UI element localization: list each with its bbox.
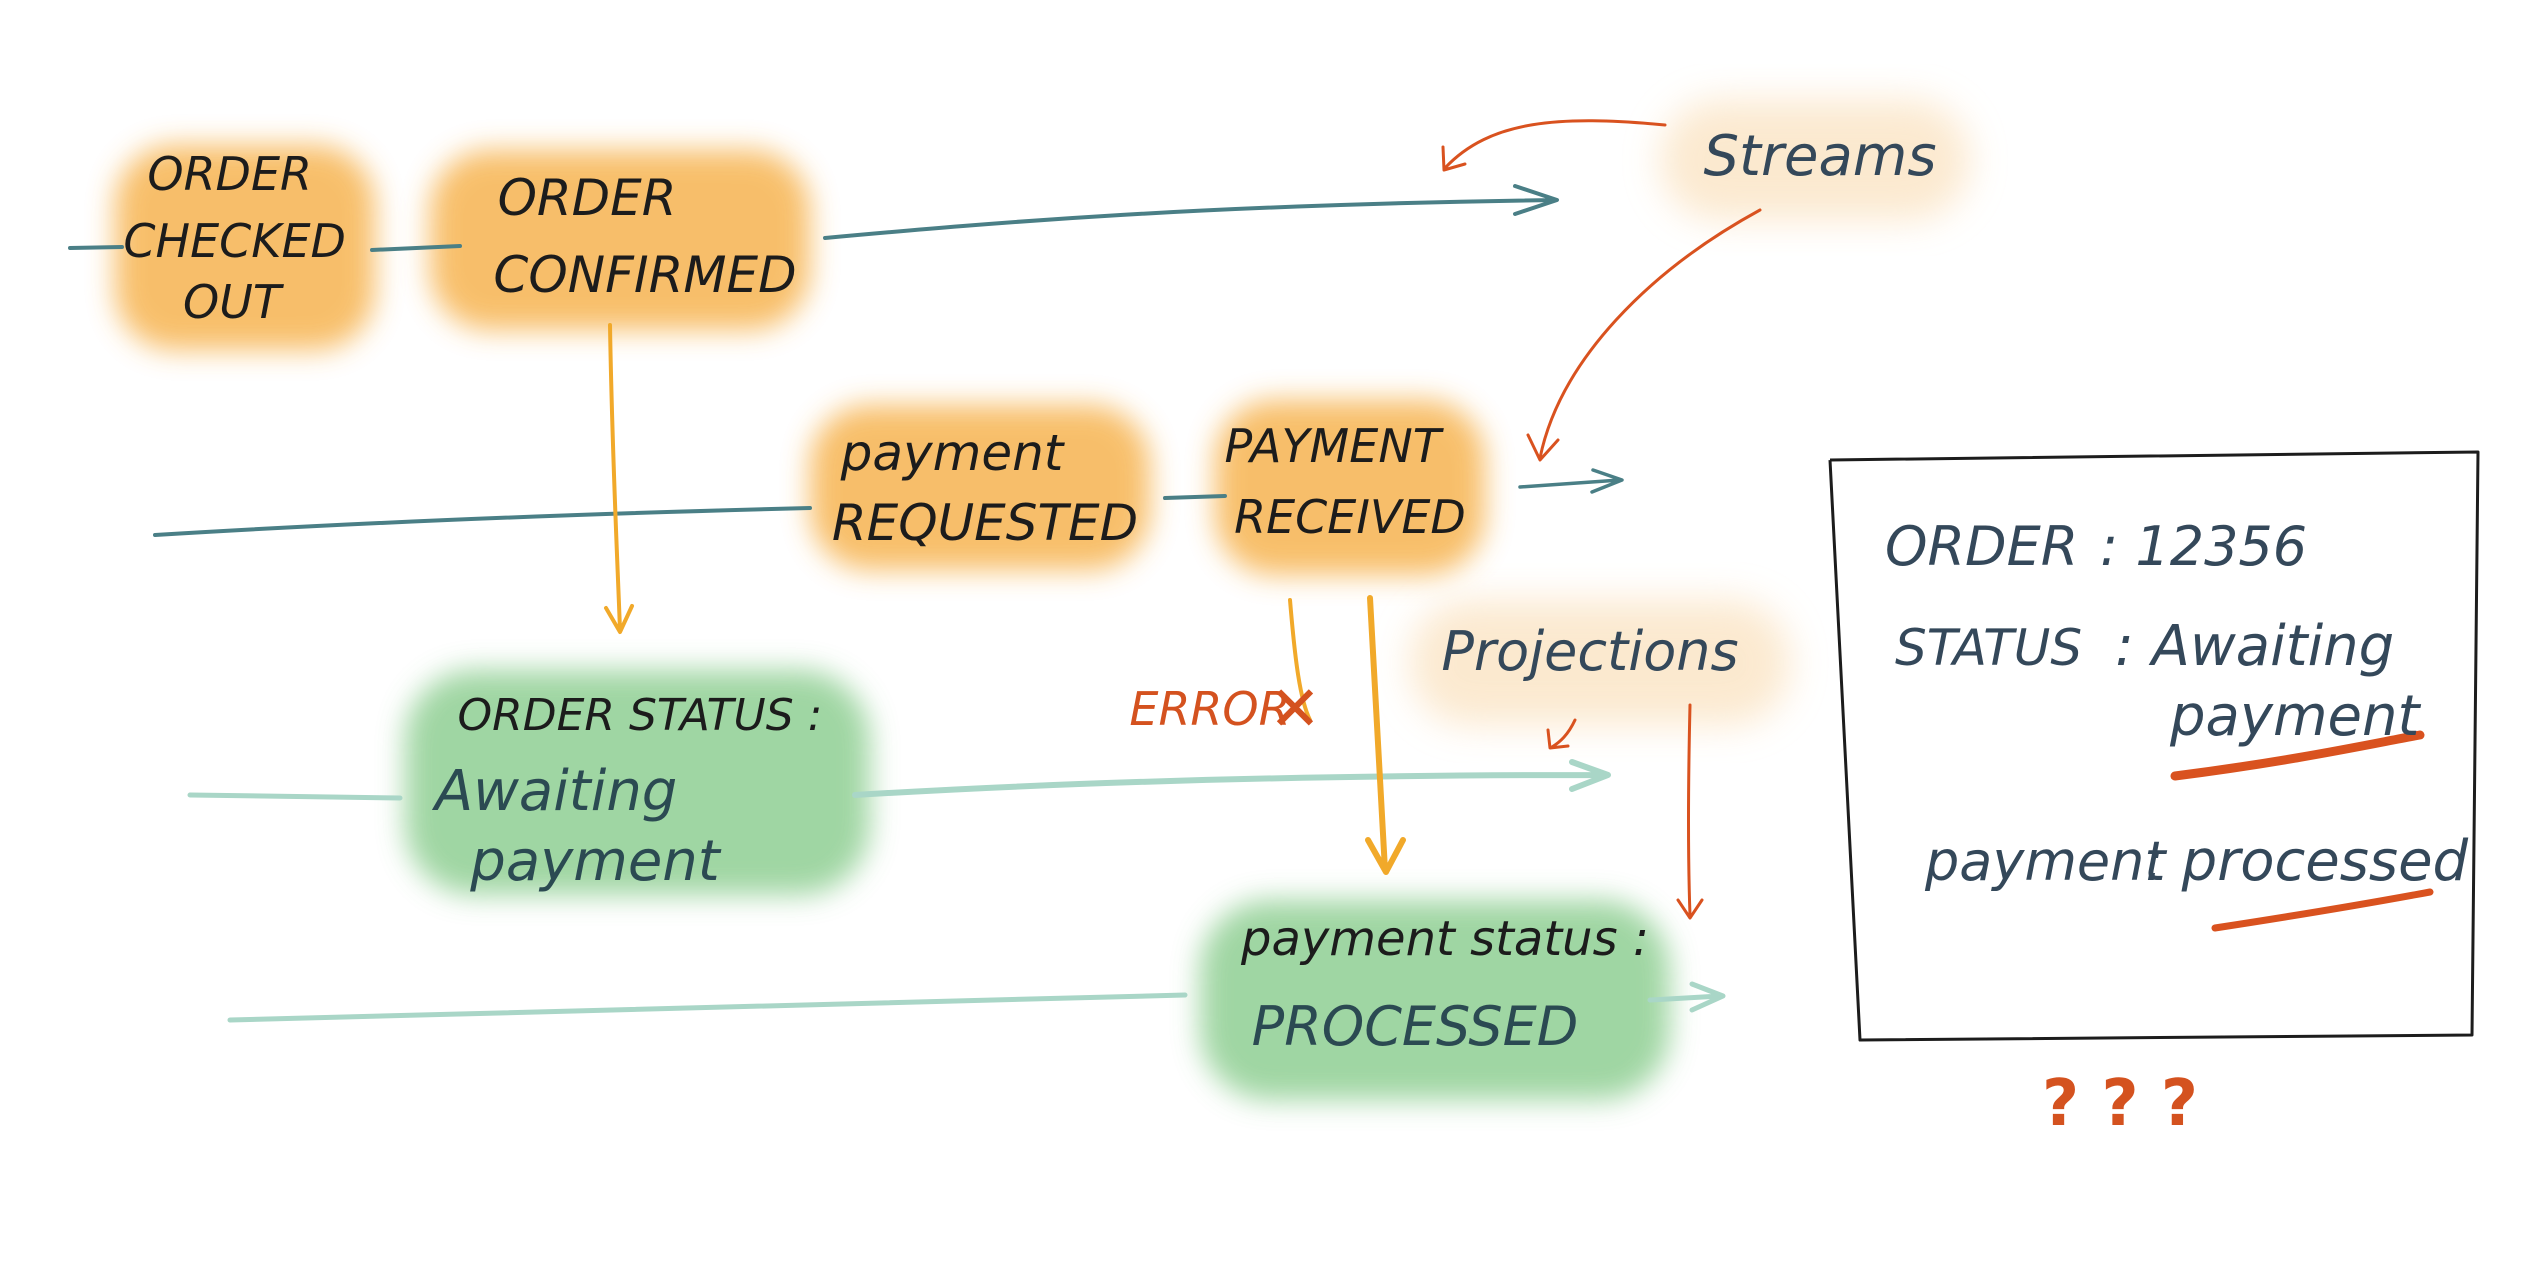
payment-projection-arrow — [1647, 981, 1726, 1013]
note-order-status-bg — [405, 670, 870, 895]
rm-payment-label: payment — [1924, 830, 2167, 893]
rm-order-value: : 12356 — [2100, 515, 2307, 578]
received-error-arrow — [1288, 598, 1312, 722]
rm-status-value: : Awaiting payment — [2115, 614, 2422, 749]
payment-received-label: PAYMENT RECEIVED — [1225, 419, 1466, 544]
note-payment-received-bg — [1215, 400, 1485, 575]
note-streams-bg — [1660, 100, 1970, 220]
payment-stream-line-mid — [1163, 494, 1227, 500]
stream-lines — [68, 184, 1624, 537]
order-checked-out-label: ORDER CHECKED OUT — [123, 147, 360, 329]
annotation-arrows — [1441, 119, 1762, 920]
streams-to-payment-stream-arrow — [1526, 208, 1762, 462]
payment-projection-line — [227, 992, 1188, 1023]
payment-stream-line — [153, 506, 812, 537]
rm-order-label: ORDER — [1885, 515, 2078, 578]
rm-status-label: STATUS — [1895, 619, 2082, 677]
projections-to-order-projection-arrow — [1546, 718, 1577, 750]
read-model-box-outline — [1828, 450, 2480, 1042]
projections-label: Projections — [1441, 620, 1738, 683]
error-label: ERROR — [1129, 682, 1290, 736]
order-status-value: Awaiting payment — [432, 759, 722, 894]
event-labels: ORDER CHECKED OUT ORDER CONFIRMED paymen… — [123, 147, 1465, 552]
annotation-labels: Streams Projections ERROR ✕ — [1129, 124, 1936, 745]
status-underline — [2170, 730, 2425, 781]
confirmed-to-order-status-arrow — [604, 323, 634, 634]
payment-status-value: PROCESSED — [1252, 995, 1579, 1058]
order-stream-arrow — [823, 184, 1559, 240]
note-backgrounds — [115, 100, 1970, 1100]
error-x-mark: ✕ — [1269, 672, 1321, 745]
order-status-title: ORDER STATUS : — [458, 690, 823, 741]
streams-to-order-stream-arrow — [1441, 119, 1667, 172]
order-stream-line-left — [68, 245, 124, 250]
payment-requested-label: payment REQUESTED — [832, 424, 1138, 552]
rm-payment-value: : processed — [2145, 829, 2469, 894]
payment-value-underline — [2211, 888, 2434, 932]
note-projections-bg — [1410, 600, 1790, 725]
read-model-text: ORDER : 12356 STATUS : Awaiting payment … — [1885, 515, 2469, 1141]
rm-question-marks: ? ? ? — [2042, 1067, 2198, 1141]
order-confirmed-label: ORDER CONFIRMED — [493, 169, 796, 304]
streams-label: Streams — [1703, 124, 1936, 189]
received-to-payment-status-arrow — [1365, 595, 1406, 875]
event-to-projection-arrows — [604, 323, 1406, 875]
projections-to-payment-projection-arrow — [1676, 703, 1704, 920]
note-payment-requested-bg — [810, 405, 1150, 570]
note-payment-status-bg — [1200, 900, 1670, 1100]
projection-lines — [187, 759, 1726, 1023]
order-projection-arrow — [852, 759, 1611, 798]
payment-status-title: payment status : — [1240, 911, 1649, 967]
order-stream-line-mid — [370, 244, 462, 252]
read-model-box — [1828, 450, 2480, 1042]
note-order-confirmed-bg — [430, 150, 810, 330]
order-projection-line-left — [187, 792, 403, 801]
projection-labels: ORDER STATUS : Awaiting payment payment … — [432, 690, 1649, 1058]
note-order-checked-out-bg — [115, 145, 375, 350]
payment-stream-arrow — [1518, 468, 1624, 494]
